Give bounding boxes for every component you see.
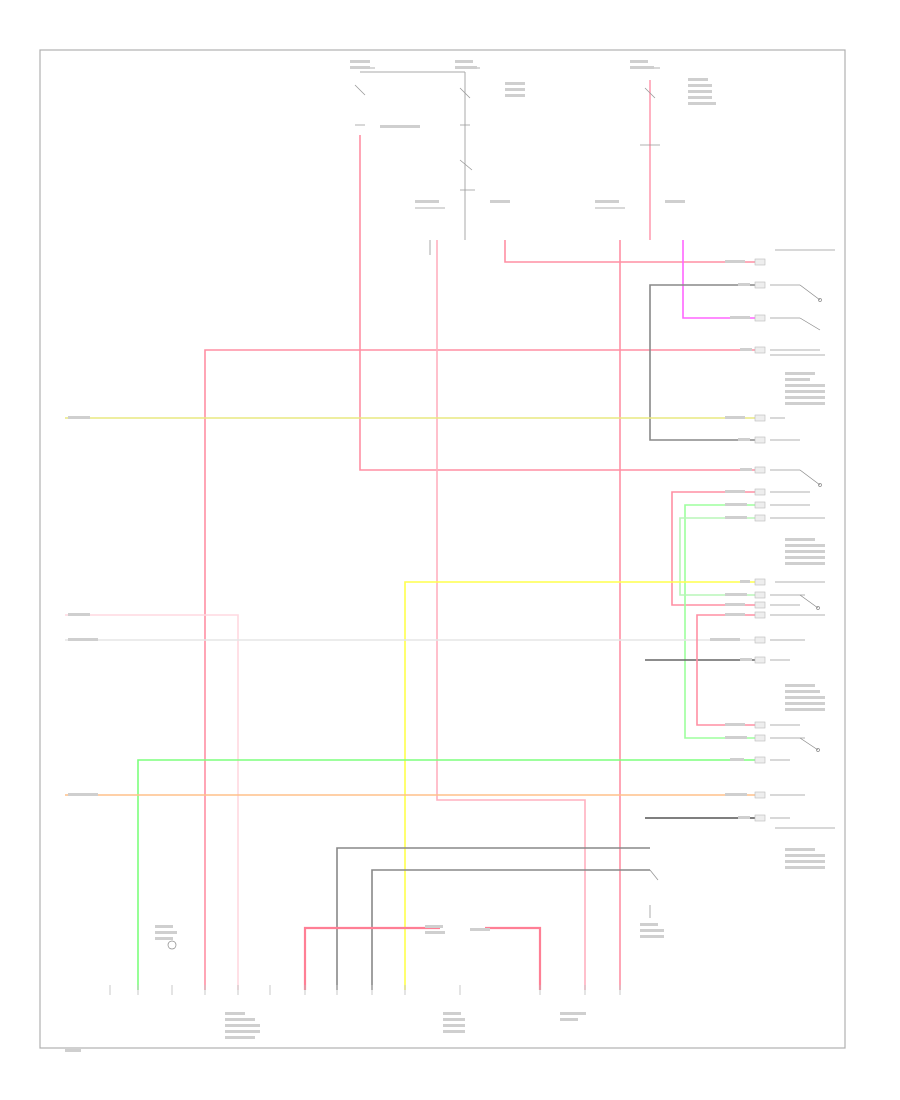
fuse-elements <box>350 67 660 918</box>
wire-red-350 <box>204 349 760 990</box>
diagram-frame <box>39 49 846 1049</box>
wires <box>65 71 760 990</box>
wire-red-center <box>436 240 586 990</box>
wire-green-760 <box>137 759 760 990</box>
wire-red-loop-b <box>696 614 760 726</box>
wire-red-left-fuse <box>359 135 760 471</box>
wire-gray-285 <box>649 284 760 441</box>
wire-red-bracket-right <box>485 926 542 990</box>
wire-green-loop <box>684 504 760 739</box>
wire-yellow-bright <box>404 581 760 990</box>
wire-red-bracket-left <box>303 926 440 990</box>
label-marks <box>65 60 825 1052</box>
wire-gray-870 <box>371 869 650 990</box>
wire-gray-848 <box>336 847 650 990</box>
wire-green-loop-b <box>679 517 760 596</box>
wire-faint-615 <box>65 614 239 990</box>
switch-symbols <box>167 284 822 950</box>
wire-magenta <box>682 240 760 319</box>
right-connectors <box>770 249 835 829</box>
wire-red-262 <box>504 240 760 263</box>
wire-red-loop-a <box>671 491 760 606</box>
connector-blocks <box>754 258 766 822</box>
bottom-pins <box>109 985 621 995</box>
